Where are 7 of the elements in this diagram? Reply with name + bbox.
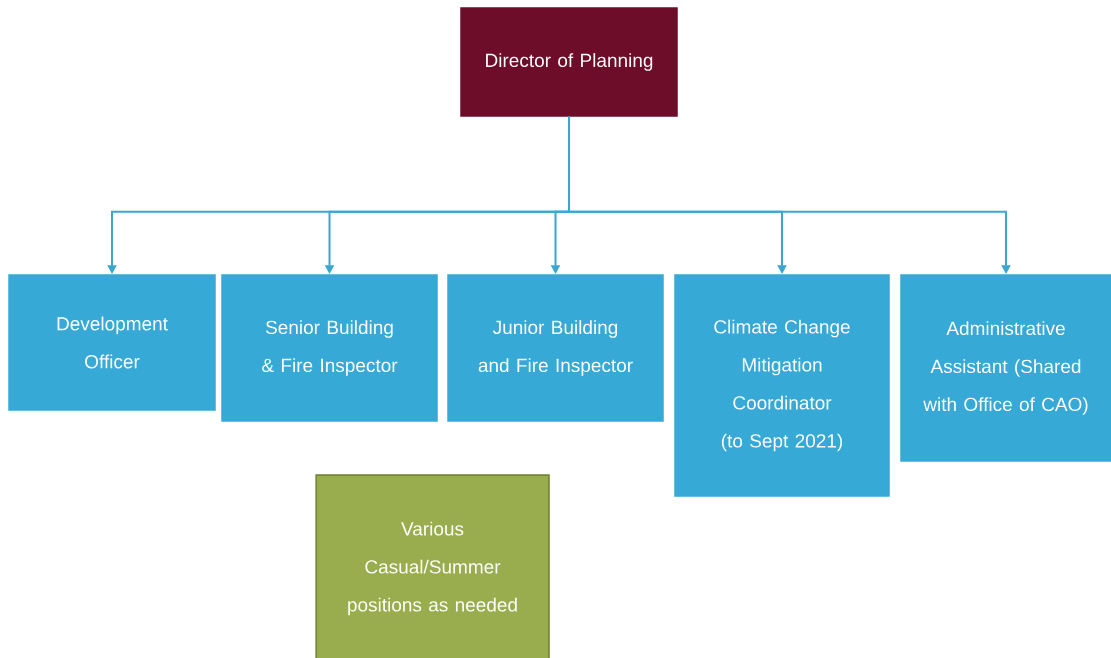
director-box: Director of Planning [460, 7, 678, 117]
position-box: Various Casual/Summer positions as needed [315, 474, 550, 658]
position-box: Administrative Assistant (Shared with Office of CAO) [900, 274, 1111, 462]
position-box: Climate Change Mitigation Coordinator (to Sept 2021) [674, 274, 890, 497]
position-box: Development Officer [8, 274, 216, 411]
position-box: Junior Building and Fire Inspector [447, 274, 664, 422]
position-box: Senior Building & Fire Inspector [221, 274, 438, 422]
